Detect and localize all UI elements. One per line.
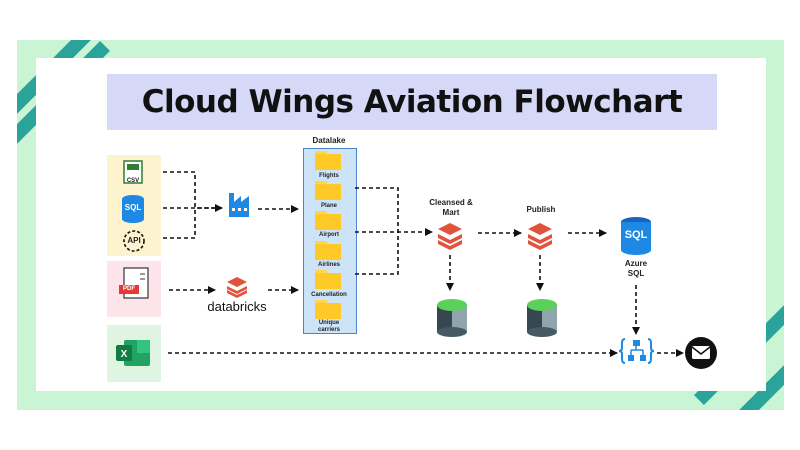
datalake-to-cleansed-bottom xyxy=(355,232,399,275)
api-to-factory-arrow xyxy=(163,208,196,239)
datalake-to-cleansed-top xyxy=(355,187,399,232)
pdf-file-icon xyxy=(119,267,149,299)
folder-icon xyxy=(315,241,341,260)
page-title: Cloud Wings Aviation Flowchart xyxy=(141,84,683,120)
folder-label-unique-carriers: Unique carriers xyxy=(317,320,341,333)
publish-label: Publish xyxy=(526,205,556,214)
folder-icon xyxy=(315,211,341,230)
pdf-label: PDF xyxy=(123,286,135,292)
folder-label-airport: Airport xyxy=(319,232,339,238)
azure-sql-database-icon xyxy=(621,217,651,255)
folder-label-flights: Flights xyxy=(319,173,339,179)
datalake-title: Datalake xyxy=(312,136,346,145)
csv-label: CSV xyxy=(126,178,140,184)
email-icon xyxy=(685,337,717,369)
sql-database-icon xyxy=(122,195,144,223)
cleansed-storage-cylinder-icon xyxy=(437,299,467,337)
folder-label-cancellation: Cancellation xyxy=(311,292,347,298)
flow-connectors xyxy=(163,171,684,357)
folder-icon xyxy=(315,151,341,170)
csv-to-factory-arrow xyxy=(163,171,223,212)
databricks-icon xyxy=(227,277,247,298)
publish-databricks-icon xyxy=(528,223,552,250)
svg-text:X: X xyxy=(121,349,128,360)
cleansed-mart-label: Cleansed & Mart xyxy=(429,198,473,217)
excel-file-icon: X xyxy=(116,340,150,366)
azure-sql-icon-label: SQL xyxy=(624,229,648,241)
title-bar xyxy=(107,74,717,130)
api-label: API xyxy=(127,236,141,245)
datalake-folders xyxy=(315,151,341,319)
csv-file-icon xyxy=(123,160,143,184)
folder-icon xyxy=(315,181,341,200)
azure-sql-label: Azure SQL xyxy=(624,259,648,278)
folder-icon xyxy=(315,270,341,289)
publish-storage-cylinder-icon xyxy=(527,299,557,337)
cleansed-databricks-icon xyxy=(438,223,462,250)
folder-icon xyxy=(315,300,341,319)
data-factory-icon xyxy=(229,193,249,217)
sql-icon-label: SQL xyxy=(124,203,142,212)
databricks-label: databricks xyxy=(207,299,267,314)
folder-label-airlines: Airlines xyxy=(317,262,340,268)
folder-label-plane: Plane xyxy=(320,203,337,209)
api-gear-icon xyxy=(123,230,145,252)
workflow-logic-icon xyxy=(618,338,655,364)
